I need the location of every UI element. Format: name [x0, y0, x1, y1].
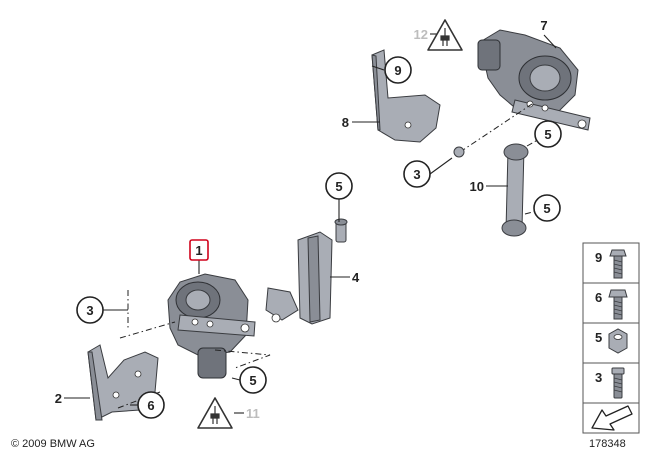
svg-text:3: 3	[86, 303, 93, 318]
callout-4[interactable]: 4	[352, 270, 360, 285]
svg-text:7: 7	[540, 18, 547, 33]
callout-5b[interactable]: 5	[239, 366, 267, 394]
assembly-line	[119, 321, 176, 339]
callout-8[interactable]: 8	[342, 115, 349, 130]
legend-label-6: 6	[595, 290, 602, 305]
legend-cell	[582, 362, 640, 404]
svg-text:11: 11	[246, 406, 260, 421]
callout-9[interactable]: 9	[384, 56, 412, 84]
callout-6[interactable]: 6	[137, 391, 165, 419]
assembly-line	[524, 207, 549, 215]
callout-3a[interactable]: 3	[76, 296, 104, 324]
callout-1[interactable]: 1	[189, 239, 209, 261]
sensor-part-7	[477, 29, 591, 131]
hex-bolt-icon	[608, 289, 628, 320]
callout-10[interactable]: 10	[470, 179, 484, 194]
hex-nut-icon	[608, 328, 628, 354]
leader-line	[429, 157, 453, 175]
svg-text:8: 8	[342, 115, 349, 130]
leader-line	[231, 377, 241, 381]
direction-arrow-icon	[591, 405, 633, 431]
callout-7[interactable]: 7	[540, 18, 547, 33]
callout-3b[interactable]: 3	[403, 160, 431, 188]
diagram-id: 178348	[589, 438, 626, 450]
leader-line	[371, 65, 385, 71]
legend-label-5: 5	[595, 330, 602, 345]
leader-line	[543, 34, 557, 49]
assembly-line	[214, 349, 271, 369]
svg-text:1: 1	[195, 243, 202, 258]
svg-text:12: 12	[414, 27, 428, 42]
legend-cell	[582, 242, 640, 284]
assembly-line	[526, 133, 549, 147]
callout-12[interactable]: 12	[414, 27, 428, 42]
legend-cell	[582, 282, 640, 324]
electrical-warning-icon	[427, 19, 463, 51]
svg-text:4: 4	[352, 270, 360, 285]
legend-label-9: 9	[595, 250, 602, 265]
callout-5c[interactable]: 5	[534, 120, 562, 148]
svg-text:3: 3	[413, 167, 420, 182]
callout-2[interactable]: 2	[55, 391, 62, 406]
legend-label-3: 3	[595, 370, 602, 385]
electrical-warning-icon	[197, 397, 233, 429]
link-rod-part-10	[501, 143, 529, 237]
svg-text:5: 5	[544, 127, 551, 142]
svg-text:5: 5	[543, 201, 550, 216]
assembly-line	[459, 103, 533, 153]
svg-text:2: 2	[55, 391, 62, 406]
svg-text:9: 9	[394, 63, 401, 78]
nut-part	[453, 146, 465, 158]
hardware-legend: 9 6 5 3	[582, 242, 640, 434]
svg-text:5: 5	[249, 373, 256, 388]
callout-5d[interactable]: 5	[533, 194, 561, 222]
svg-text:5: 5	[335, 179, 342, 194]
stud-bolt-icon	[611, 367, 625, 399]
svg-text:10: 10	[470, 179, 484, 194]
flange-bolt-icon	[609, 249, 627, 279]
callout-5a[interactable]: 5	[325, 172, 353, 200]
svg-text:6: 6	[147, 398, 154, 413]
copyright-text: © 2009 BMW AG	[11, 438, 95, 450]
sensor-part-1	[167, 273, 256, 379]
callout-11[interactable]: 11	[246, 406, 260, 421]
rod-part-4	[265, 218, 348, 325]
